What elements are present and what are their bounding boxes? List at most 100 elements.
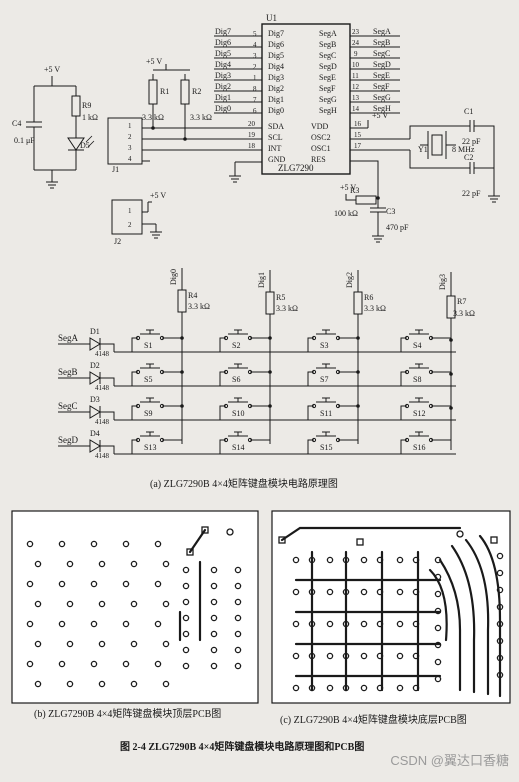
pcb-pad [182, 582, 190, 590]
u1-pin-sda: SDA [268, 122, 284, 131]
key-switch: S14 [219, 431, 270, 454]
pcb-bottom-layer [271, 510, 511, 704]
pcb-pad [66, 640, 74, 648]
d1-part: 4148 [95, 350, 110, 358]
r5-value: 3.3 kΩ [276, 304, 298, 313]
net-dig2: Dig2 [215, 82, 231, 91]
pcb-pad [434, 590, 442, 598]
u1-pin-segb: SegB [319, 40, 336, 49]
u1-pin-sega: SegA [319, 29, 337, 38]
row-sega-label: SegA [58, 333, 79, 343]
pcb-pad [210, 614, 218, 622]
net-segh: SegH [373, 104, 391, 113]
pcb-pad [292, 556, 300, 564]
u1-num: 5 [253, 30, 257, 38]
switch-label: S10 [232, 409, 244, 418]
pcb-pad [130, 600, 138, 608]
d4-part: 4148 [95, 452, 110, 460]
u1-pin-dig4: Dig4 [268, 62, 284, 71]
pcb-pad [98, 640, 106, 648]
u1-pin-dig3: Dig3 [268, 73, 284, 82]
pcb-pad [182, 566, 190, 574]
pcb-pad [122, 580, 130, 588]
j1-pin-4: 4 [128, 155, 132, 163]
r1-value: 3.3 kΩ [142, 113, 164, 122]
pcb-pad [292, 588, 300, 596]
switch-label: S12 [413, 409, 425, 418]
key-switch: S12 [400, 397, 451, 420]
pcb-pad [66, 600, 74, 608]
switch-label: S13 [144, 443, 156, 452]
j1-pin-2: 2 [128, 133, 132, 141]
switch-label: S7 [320, 375, 328, 384]
pcb-pad [162, 640, 170, 648]
switch-label: S15 [320, 443, 332, 452]
u1-pin-dig6: Dig6 [268, 40, 284, 49]
u1-left-pins: Dig7 Dig6 Dig5 Dig4 Dig3 Dig2 Dig1 Dig0 … [253, 29, 284, 115]
u1-pin-gnd: GND [268, 155, 286, 164]
row-segc-label: SegC [58, 401, 78, 411]
u1-pin-segd: SegD [319, 62, 337, 71]
d5-label: D5 [80, 141, 90, 150]
key-switch: S2 [219, 329, 270, 352]
r7-label: R7 [457, 297, 466, 306]
key-switch: S6 [219, 363, 270, 386]
pcb-pad [360, 652, 368, 660]
r3-label: R3 [350, 186, 359, 195]
pcb-pad [360, 556, 368, 564]
c4-label: C4 [12, 119, 21, 128]
switch-label: S5 [144, 375, 152, 384]
pcb-pad [356, 538, 364, 546]
row-seg-c: SegC D3 4148 [58, 395, 456, 426]
supply-j2: +5 V [150, 191, 166, 200]
r9-value: 1 kΩ [82, 113, 98, 122]
u1-num: 19 [248, 131, 256, 139]
pcb-pad [58, 580, 66, 588]
u1-num: 3 [253, 52, 257, 60]
d2-part: 4148 [95, 384, 110, 392]
pcb-pad [210, 646, 218, 654]
u1-pin-vdd: VDD [311, 122, 329, 131]
r4-value: 3.3 kΩ [188, 302, 210, 311]
d4-label: D4 [90, 429, 100, 438]
u1-pin-scl: SCL [268, 133, 283, 142]
r1-label: R1 [160, 87, 169, 96]
net-dig7: Dig7 [215, 27, 231, 36]
pcb-pad [396, 620, 404, 628]
j2-label: J2 [114, 237, 121, 246]
u1-num: 2 [253, 63, 257, 71]
pcb-pad [396, 588, 404, 596]
switch-label: S6 [232, 375, 240, 384]
u1-right-net-labels: SegA SegB SegC SegD SegE SegF SegG SegH [373, 27, 391, 113]
pcb-pad [26, 540, 34, 548]
r4-label: R4 [188, 291, 197, 300]
u1-num: 17 [354, 142, 362, 150]
pcb-pad [326, 588, 334, 596]
pcb-pad [292, 684, 300, 692]
switch-label: S3 [320, 341, 328, 350]
caption-c: (c) ZLG7290B 4×4矩阵键盘模块底层PCB图 [280, 713, 467, 726]
pcb-pad [182, 630, 190, 638]
u1-num: 1 [253, 74, 257, 82]
net-dig6: Dig6 [215, 38, 231, 47]
pcb-pad [162, 680, 170, 688]
pcb-pad [98, 560, 106, 568]
u1-pin-osc2: OSC2 [311, 133, 331, 142]
col-dig2: Dig2 [345, 272, 354, 288]
pcb-pad [130, 640, 138, 648]
keypad-matrix: Dig0 Dig1 Dig2 Dig3 R4 3.3 kΩ R5 3.3 kΩ … [58, 268, 475, 460]
pcb-pad [210, 598, 218, 606]
u1-pin-segh: SegH [319, 106, 337, 115]
net-segg: SegG [373, 93, 391, 102]
pcb-pad [210, 662, 218, 670]
pcb-pad [456, 530, 464, 538]
i2c-wiring: +5 V R1 R2 3.3 kΩ 3.3 kΩ [142, 57, 262, 183]
pcb-pad [234, 614, 242, 622]
pcb-pad [58, 620, 66, 628]
u1-num: 13 [352, 94, 360, 102]
u1-num: 4 [253, 41, 257, 49]
net-segc: SegC [373, 49, 390, 58]
u1-chip: U1 ZLG7290 Dig7 Dig6 Dig5 Dig4 Dig3 Dig2… [214, 13, 400, 175]
